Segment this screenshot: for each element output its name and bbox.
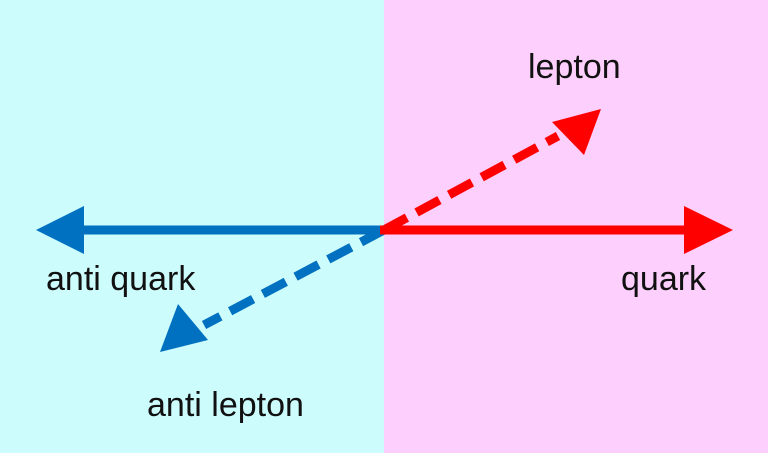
quark-arrow-head bbox=[684, 206, 733, 254]
lepton-label: lepton bbox=[528, 48, 621, 86]
quark-label: quark bbox=[621, 260, 707, 298]
anti-quark-label: anti quark bbox=[46, 260, 196, 298]
anti-quark-arrow-head bbox=[36, 206, 84, 254]
lepton-arrow-head bbox=[552, 109, 601, 155]
anti-quark-arrow bbox=[36, 206, 384, 254]
lepton-arrow-shaft bbox=[381, 132, 561, 234]
anti-lepton-label: anti lepton bbox=[147, 386, 304, 424]
lepton-arrow bbox=[381, 109, 601, 234]
anti-lepton-arrow-shaft bbox=[201, 226, 387, 329]
quark-arrow bbox=[380, 206, 733, 254]
anti-lepton-arrow-head bbox=[160, 304, 208, 352]
anti-lepton-arrow bbox=[160, 226, 387, 352]
